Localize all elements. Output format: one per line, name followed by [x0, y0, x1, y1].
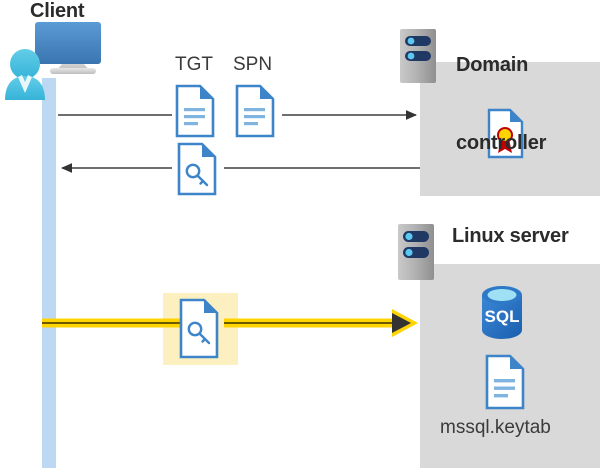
client-lifeline — [42, 78, 56, 468]
client-workstation-icon — [5, 22, 101, 100]
client-title: Client — [30, 0, 85, 22]
key-document-icon-response — [177, 142, 217, 196]
document-icon-tgt — [175, 84, 215, 138]
sql-database-label: SQL — [485, 307, 520, 326]
arrow-service-ticket-right-segment — [224, 309, 418, 337]
domain-controller-title-line1: Domain — [456, 54, 529, 76]
server-rack-icon-domain-controller — [400, 29, 436, 83]
domain-controller-title-line2: controller — [456, 132, 547, 154]
spn-label: SPN — [233, 54, 273, 75]
keytab-document-icon — [485, 354, 525, 410]
linux-server-title: Linux server — [452, 225, 569, 247]
keytab-file-label: mssql.keytab — [440, 417, 551, 438]
certificate-document-icon — [487, 108, 524, 159]
server-rack-icon-linux-server — [398, 224, 434, 280]
sql-database-icon: SQL — [482, 286, 522, 339]
document-icon-spn — [235, 84, 275, 138]
key-document-icon-service-ticket — [179, 298, 219, 359]
domain-controller-title: Domain controller — [456, 0, 546, 182]
tgt-label: TGT — [175, 54, 213, 75]
